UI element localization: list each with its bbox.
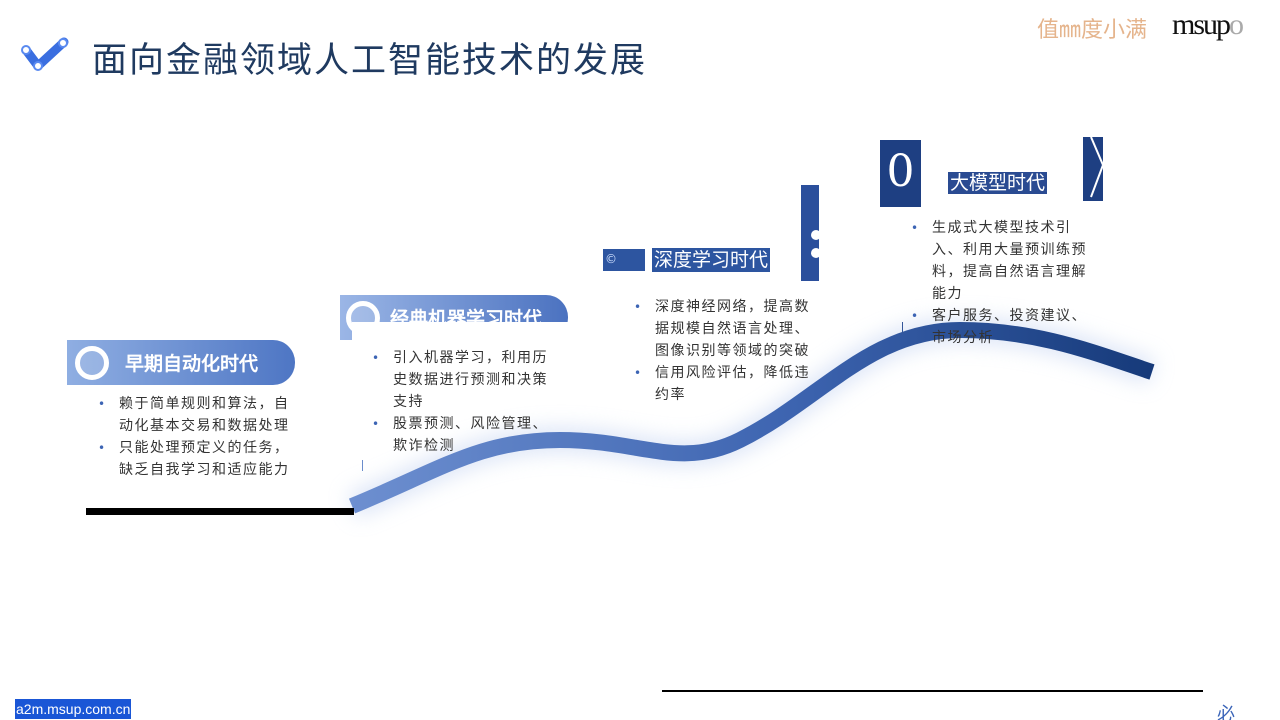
stage-label-large-model: 大模型时代 xyxy=(948,172,1048,194)
list-item: 引入机器学习，利用历史数据进行预测和决策支持 xyxy=(372,347,557,413)
copyright-icon: © xyxy=(603,249,645,271)
stage-4-bullets: 生成式大模型技术引入、利用大量预训练预料，提高自然语言理解能力 客户服务、投资建… xyxy=(911,217,1101,349)
chevron-right-icon xyxy=(1083,137,1103,201)
divider-tick xyxy=(362,460,363,471)
list-item: 客户服务、投资建议、市场分析 xyxy=(911,305,1101,349)
list-item: 股票预测、风险管理、欺诈检测 xyxy=(372,413,557,457)
list-item: 赖于简单规则和算法，自动化基本交易和数据处理 xyxy=(98,393,303,437)
stage-2-bullets: 引入机器学习，利用历史数据进行预测和决策支持 股票预测、风险管理、欺诈检测 xyxy=(372,347,557,457)
divider-tick xyxy=(902,322,903,333)
brand-tail: o xyxy=(1229,8,1244,41)
baseline-divider xyxy=(86,508,354,515)
label-occluder xyxy=(352,322,572,342)
brand-logo: msupo xyxy=(1172,8,1244,42)
footer-mark: 必 xyxy=(1217,704,1235,720)
footer-link[interactable]: a2m.msup.com.cn xyxy=(15,699,132,719)
stage-label-deep-learning: 深度学习时代 xyxy=(652,248,771,272)
stage-3-bullets: 深度神经网络，提高数据规模自然语言处理、图像识别等领域的突破 信用风险评估，降低… xyxy=(634,296,824,406)
dots-icon xyxy=(811,230,821,258)
brand-text: msup xyxy=(1172,8,1231,41)
checkmark-logo-icon xyxy=(21,37,69,71)
page-title: 面向金融领域人工智能技术的发展 xyxy=(92,41,648,81)
list-item: 信用风险评估，降低违约率 xyxy=(634,362,824,406)
list-item: 深度神经网络，提高数据规模自然语言处理、图像识别等领域的突破 xyxy=(634,296,824,362)
footer-divider xyxy=(662,690,1203,692)
stage-title: 早期自动化时代 xyxy=(125,353,259,375)
list-item: 生成式大模型技术引入、利用大量预训练预料，提高自然语言理解能力 xyxy=(911,217,1101,305)
stage-1-bullets: 赖于简单规则和算法，自动化基本交易和数据处理 只能处理预定义的任务，缺乏自我学习… xyxy=(98,393,303,481)
list-item: 只能处理预定义的任务，缺乏自我学习和适应能力 xyxy=(98,437,303,481)
stage-label-early-automation: 早期自动化时代 xyxy=(67,340,295,385)
ring-icon xyxy=(75,345,109,380)
slogan-text: 值㎜度小满 xyxy=(1037,18,1148,43)
stage-4-number: 0 xyxy=(880,140,921,207)
